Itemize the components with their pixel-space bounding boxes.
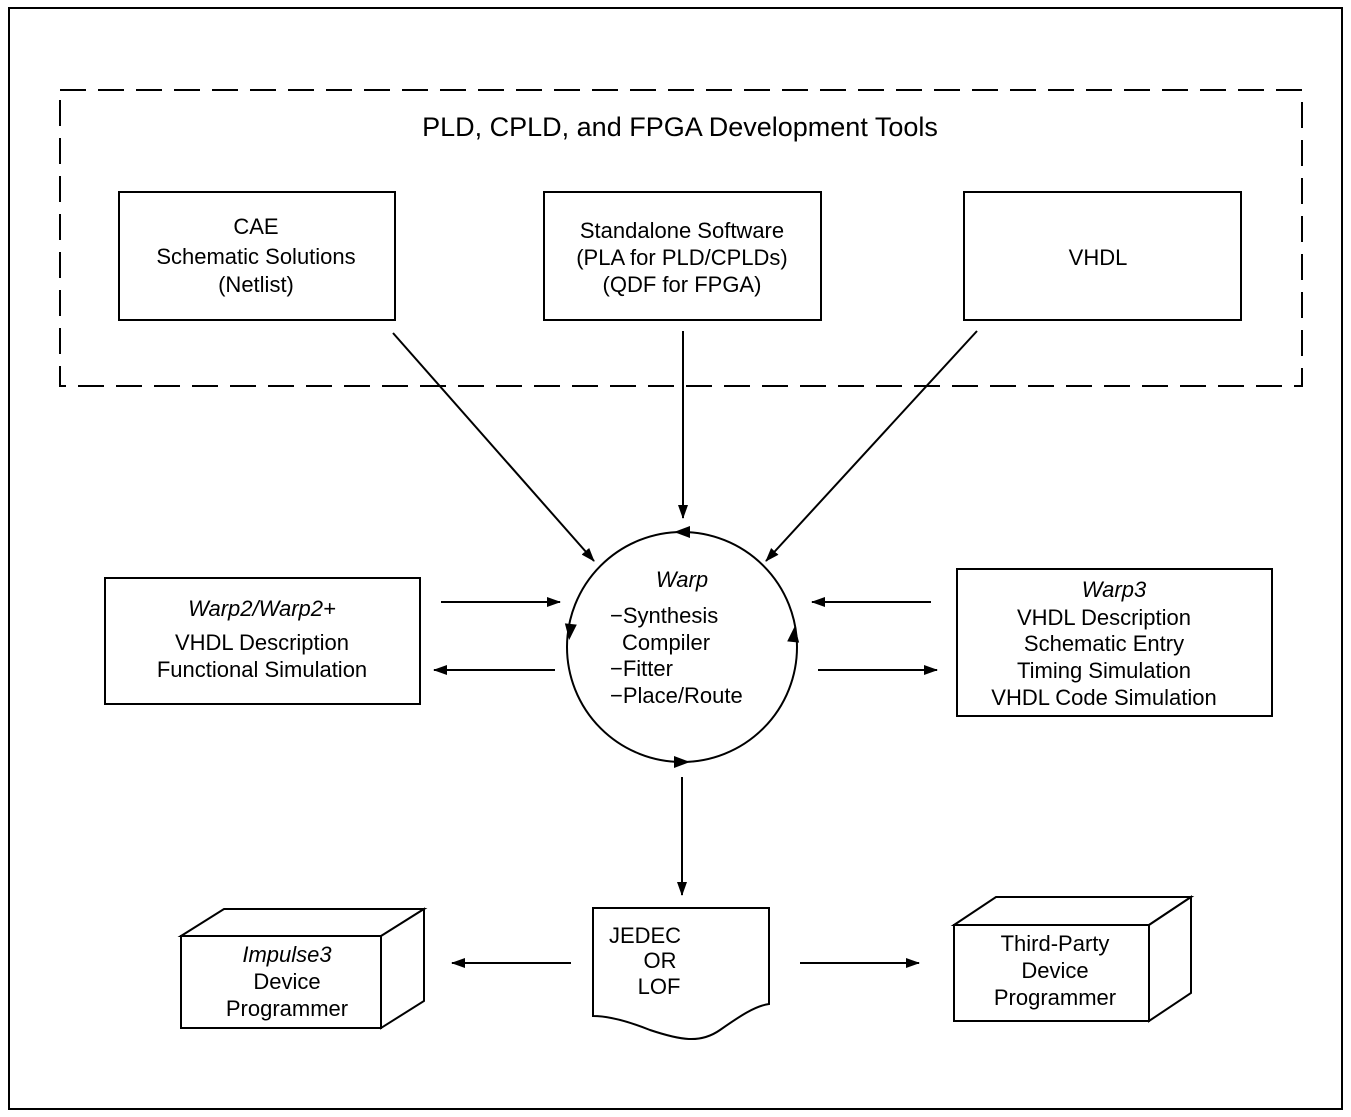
output-file-document: JEDEC OR LOF [592,907,770,1041]
side-arrows [433,597,938,968]
impulse3-programmer: Impulse3 Device Programmer [177,907,428,1030]
warp-item-place-route: −Place/Route [610,683,743,708]
vhdl-box-label: VHDL [1069,245,1128,270]
cycle-arrowhead-bottom [674,756,690,768]
standalone-box-line-2: (PLA for PLD/CPLDs) [576,245,788,270]
output-line-1: JEDEC [609,923,681,948]
cae-box-line-3: (Netlist) [218,272,294,297]
impulse3-line-1: Device [253,969,320,994]
standalone-software-box: Standalone Software (PLA for PLD/CPLDs) … [543,191,822,321]
warp3-line-4: VHDL Code Simulation [991,685,1216,710]
warp-title: Warp [656,567,708,592]
outer-frame [8,7,1343,1110]
tools-group-title: PLD, CPLD, and FPGA Development Tools [422,112,938,142]
cycle-arrowhead-right [787,626,800,643]
impulse3-box-front [180,935,382,1029]
warp2-line-1: VHDL Description [175,630,349,655]
third-party-programmer: Third-Party Device Programmer [950,895,1195,1023]
arrow-cae-to-warp [392,332,595,562]
warp-core: Warp −Synthesis Compiler −Fitter −Place/… [564,526,800,768]
warp3-title: Warp3 [1082,577,1147,602]
output-line-3: LOF [638,974,681,999]
cae-box-line-1: CAE [233,214,278,239]
warp3-line-2: Schematic Entry [1024,631,1184,656]
dashed-group-border [59,89,1303,387]
cycle-arrowhead-top [674,526,690,538]
warp3-box: Warp3 VHDL Description Schematic Entry T… [956,568,1273,717]
vhdl-box: VHDL [963,191,1242,321]
document-icon [592,907,770,1041]
third-party-line-1: Third-Party [1001,931,1110,956]
development-tools-group: PLD, CPLD, and FPGA Development Tools CA… [59,89,1303,387]
third-party-box-front [953,924,1150,1022]
third-party-line-3: Programmer [994,985,1116,1010]
input-arrows [392,330,978,562]
warp-item-fitter: −Fitter [610,656,673,681]
impulse3-line-2: Programmer [226,996,348,1021]
warp2-title: Warp2/Warp2+ [188,596,336,621]
standalone-box-line-3: (QDF for FPGA) [603,272,762,297]
cae-box-line-2: Schematic Solutions [156,244,355,269]
output-line-2: OR [644,948,677,973]
warp2-box: Warp2/Warp2+ VHDL Description Functional… [104,577,421,705]
warp2-line-2: Functional Simulation [157,657,367,682]
warp3-line-3: Timing Simulation [1017,658,1191,683]
cycle-arrowhead-left [564,623,577,640]
warp-item-compiler: Compiler [622,630,710,655]
warp3-line-1: VHDL Description [1017,605,1191,630]
standalone-box-line-1: Standalone Software [580,218,784,243]
warp-item-synthesis: −Synthesis [610,603,718,628]
third-party-line-2: Device [1021,958,1088,983]
arrow-vhdl-to-warp [765,330,978,562]
cae-schematic-box: CAE Schematic Solutions (Netlist) [118,191,396,321]
impulse3-title: Impulse3 [242,942,332,967]
